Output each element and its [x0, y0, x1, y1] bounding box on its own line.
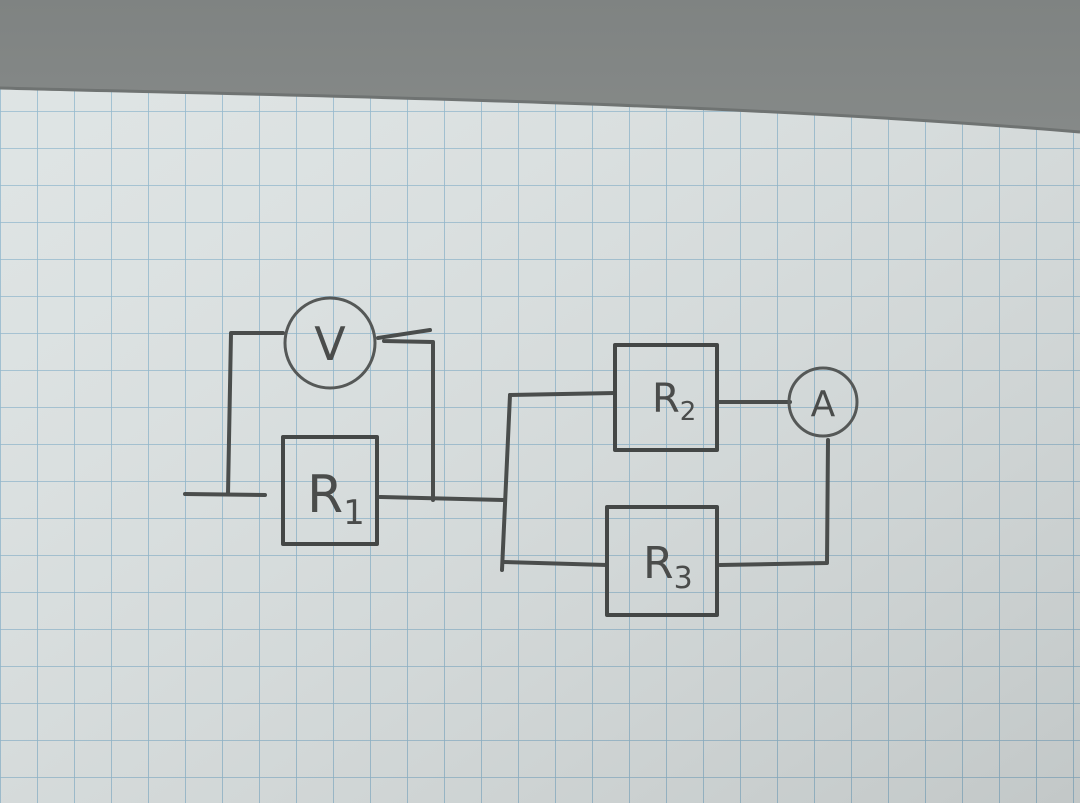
paper-shading	[0, 88, 1080, 803]
paper-edge	[0, 86, 1080, 134]
component-r2: R2	[613, 343, 719, 452]
r3-label: R3	[643, 538, 693, 596]
circuit-wires	[183, 328, 830, 572]
wire-parallel-bus	[500, 393, 512, 572]
wire-ammeter-return	[718, 438, 830, 567]
r2-box	[613, 343, 719, 452]
wire-to-r2	[508, 391, 617, 397]
wire-input-lead	[183, 492, 267, 497]
voltmeter-symbol: V	[314, 317, 346, 371]
wire-to-r3	[501, 560, 609, 567]
r2-label: R2	[652, 376, 696, 427]
wire-voltmeter-left	[226, 331, 285, 496]
r3-box	[605, 505, 719, 617]
r1-label: R1	[307, 465, 365, 533]
component-r1: R1	[281, 435, 379, 546]
ammeter-symbol: A	[811, 384, 836, 425]
component-r3: R3	[605, 505, 719, 617]
r1-box	[281, 435, 379, 546]
wire-voltmeter-right	[376, 328, 435, 502]
voltmeter: V	[283, 296, 377, 390]
graph-paper	[0, 86, 1080, 803]
ammeter-circle	[787, 366, 859, 438]
ammeter: A	[787, 366, 859, 438]
wire-r1-output	[378, 495, 505, 502]
voltmeter-circle	[283, 296, 377, 390]
